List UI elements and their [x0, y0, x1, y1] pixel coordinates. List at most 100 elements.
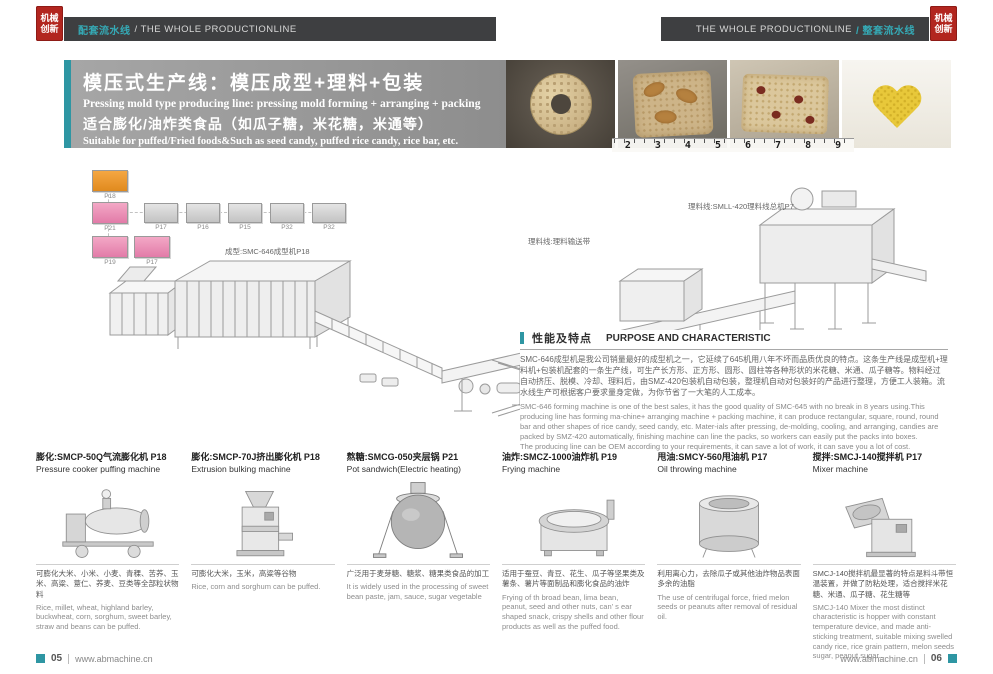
footer-divider: [923, 653, 925, 664]
flow-icon-puffing: P18: [92, 170, 128, 200]
frying-machine-photo: [501, 479, 646, 566]
red-seal-stamp-left: 机械 创新: [36, 6, 63, 41]
site-link-right[interactable]: www.abmachine.cn: [840, 653, 918, 664]
scale-ruler: 2 3 4 5 6 7 8 9: [612, 138, 854, 152]
puffed-ring-graphic: [529, 73, 592, 135]
page-number-right: 06: [930, 653, 942, 664]
machine-icon: [228, 203, 262, 223]
machine-subtitle: Pot sandwich(Electric heating): [346, 464, 461, 475]
machine-subtitle: Pressure cooker puffing machine: [36, 464, 161, 475]
page-number-left: 05: [51, 653, 63, 664]
raisin-graphic: [804, 115, 815, 125]
purpose-title-zh: 性能及特点: [532, 333, 592, 345]
puffing-machine-photo: [36, 479, 180, 566]
machine-column-mixer: 搅拌:SMCJ-140搅拌机 P17 Mixer machine SMCJ-14…: [812, 452, 956, 661]
machine-desc-zh: 可膨化大米、小米、小麦、青稞、苦荞、玉米、高粱、薏仁、荞麦、豆类等全部粒状物料: [36, 569, 179, 599]
page-subtitle-zh: 适合膨化/油炸类食品（如瓜子糖，米花糖，米通等）: [83, 116, 433, 132]
flow-icon-cooking: P21: [92, 202, 128, 232]
site-link-left[interactable]: www.abmachine.cn: [75, 653, 153, 664]
machine-icon: [312, 203, 346, 223]
raisin-graphic: [770, 110, 781, 119]
flow-icon-step: P32: [312, 203, 346, 231]
machine-desc-en: Rice, millet, wheat, highland barley, bu…: [36, 602, 172, 632]
stamp-text-line1: 机械: [934, 12, 953, 23]
machine-icon: [134, 236, 170, 258]
flow-icon-step: P17: [144, 203, 178, 231]
photo-seed-candy: [618, 60, 727, 148]
flow-icon-oil-throwing: P17: [134, 236, 170, 266]
machine-desc-en: Frying of th broad bean, lima bean, pean…: [501, 592, 644, 631]
header-left-en: / THE WHOLE PRODUCTIONLINE: [134, 23, 297, 35]
flow-label: P32: [323, 224, 335, 231]
stamp-text-line2: 创新: [40, 23, 59, 34]
machine-desc-en: The use of centrifugal force, fried melo…: [657, 592, 798, 622]
frying-machine-graphic: [538, 499, 615, 557]
photo-puffed-rice-ring: [506, 60, 615, 148]
machine-column-extrusion: 膨化:SMCP-70J挤出膨化机 P18 Extrusion bulking m…: [191, 452, 335, 661]
flow-icon-step: P15: [228, 203, 262, 231]
purpose-title-en: PURPOSE AND CHARACTERISTIC: [606, 332, 771, 344]
machine-icon: [92, 202, 128, 224]
flow-label: P17: [146, 259, 158, 266]
photo-rice-bar: [730, 60, 839, 148]
extrusion-machine-photo: [191, 479, 335, 566]
process-flow-diagram: P18 P21 P17 P16 P15 P32 P32 P19: [88, 170, 388, 280]
mixer-machine-photo: [812, 479, 956, 566]
flow-label: P18: [104, 193, 116, 200]
machine-desc-en: It is widely used in the processing of s…: [346, 582, 489, 602]
purpose-header: 性能及特点 PURPOSE AND CHARACTERISTIC: [520, 330, 948, 350]
heart-candy-graphic: [871, 86, 923, 132]
flow-label: P19: [104, 259, 116, 266]
machine-column-fryer: 油炸:SMCZ-1000油炸机 P19 Frying machine 适用于蚕豆…: [501, 452, 646, 661]
machine-title: 熬糖:SMCG-050夹层锅 P21: [346, 452, 459, 462]
almond-graphic: [673, 85, 699, 106]
footer-divider: [68, 653, 70, 664]
machine-column-kettle: 熬糖:SMCG-050夹层锅 P21 Pot sandwich(Electric…: [346, 452, 490, 661]
machine-column-puffing: 膨化:SMCP-50Q气流膨化机 P18 Pressure cooker puf…: [36, 452, 180, 661]
flow-icon-frying: P19: [92, 236, 128, 266]
machine-desc-en: Rice, corn and sorghum can be puffed.: [191, 582, 321, 592]
puffing-machine-graphic: [62, 489, 154, 559]
teal-square-icon: [948, 654, 957, 663]
flow-icon-step: P16: [186, 203, 220, 231]
oil-throwing-machine-graphic: [698, 495, 759, 558]
jacket-kettle-photo: [346, 479, 490, 566]
header-bar-left: 配套流水线 / THE WHOLE PRODUCTIONLINE: [64, 17, 496, 41]
machine-icon: [92, 170, 128, 192]
machine-icon: [144, 203, 178, 223]
machine-catalog-row: 膨化:SMCP-50Q气流膨化机 P18 Pressure cooker puf…: [36, 452, 956, 661]
machine-subtitle: Frying machine: [501, 464, 561, 475]
page-subtitle-en: Suitable for puffed/Fried foods&Such as …: [83, 136, 459, 147]
machine-desc-zh: 可膨化大米，玉米，高粱等谷物: [191, 569, 297, 579]
red-seal-stamp-right: 机械 创新: [930, 6, 957, 41]
machine-subtitle: Mixer machine: [812, 464, 868, 475]
footer-left: 05 www.abmachine.cn: [36, 653, 153, 664]
machine-desc-zh: 广泛用于麦芽糖、糖浆、糖果类食品的加工: [346, 569, 490, 579]
flow-icon-step: P32: [270, 203, 304, 231]
machine-title: 甩油:SMCY-560甩油机 P17: [657, 452, 768, 462]
extrusion-machine-graphic: [236, 491, 293, 557]
machine-title: 搅拌:SMCJ-140搅拌机 P17: [812, 452, 923, 462]
machine-icon: [92, 236, 128, 258]
raisin-graphic: [755, 85, 766, 95]
label-arranging-conveyor: 理料线:理料输送带: [528, 237, 591, 246]
label-forming-machine: 成型:SMC-646成型机P18: [225, 247, 310, 256]
purpose-section: 性能及特点 PURPOSE AND CHARACTERISTIC SMC-646…: [520, 330, 948, 452]
flow-label: P21: [104, 225, 116, 232]
header-right-zh: / 整套流水线: [855, 25, 915, 37]
flow-label: P16: [197, 224, 209, 231]
machine-icon: [186, 203, 220, 223]
header-right-en: THE WHOLE PRODUCTIONLINE: [695, 23, 852, 35]
raisin-graphic: [793, 95, 803, 104]
flow-label: P15: [239, 224, 251, 231]
machine-desc-zh: 利用离心力，去除瓜子或其他油炸物品表面多余的油脂: [657, 569, 800, 589]
stamp-text-line2: 创新: [934, 23, 953, 34]
machine-desc-zh: SMCJ-140搅拌机最显著的特点是料斗带恒温装置，并做了防粘处理，适合搅拌米花…: [812, 569, 954, 599]
flow-label: P32: [281, 224, 293, 231]
seed-candy-graphic: [631, 70, 714, 138]
rice-bar-graphic: [740, 73, 829, 135]
almond-graphic: [641, 79, 667, 100]
stamp-text-line1: 机械: [40, 12, 59, 23]
mixer-machine-graphic: [845, 498, 917, 558]
purpose-paragraph-en: SMC-646 forming machine is one of the be…: [520, 402, 939, 451]
